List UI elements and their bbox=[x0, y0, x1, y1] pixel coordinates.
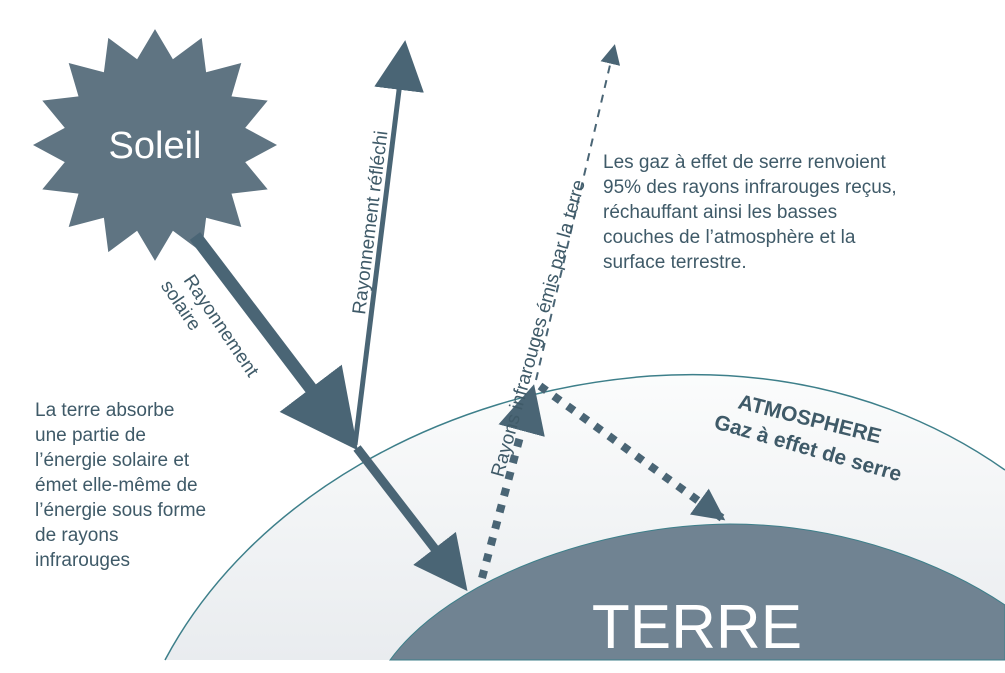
sun-icon bbox=[33, 29, 277, 261]
earth bbox=[389, 523, 1005, 661]
earth-label: TERRE bbox=[592, 593, 802, 662]
transmitted-radiation-arrow bbox=[353, 445, 468, 592]
note-line: une partie de bbox=[35, 425, 146, 446]
note-line: 95% des rayons infrarouges reçus, bbox=[603, 177, 897, 198]
note-line: surface terrestre. bbox=[603, 252, 747, 273]
note-line: émet elle-même de bbox=[35, 475, 198, 496]
note-line: l’énergie sous forme bbox=[35, 500, 207, 521]
note-line: La terre absorbe bbox=[35, 400, 175, 421]
note-line: Les gaz à effet de serre renvoient bbox=[603, 152, 886, 173]
note-line: réchauffant ainsi les basses bbox=[603, 202, 838, 223]
atmosphere-boundary bbox=[164, 373, 1005, 661]
note-line: l’énergie solaire et bbox=[35, 450, 190, 471]
solar-radiation-arrow bbox=[189, 232, 358, 451]
note-line: de rayons bbox=[35, 525, 119, 546]
note-line: couches de l’atmosphère et la bbox=[603, 227, 856, 248]
infrared-escape-arrow bbox=[535, 44, 621, 381]
reflected-radiation-label: Rayonnement réfléchi bbox=[349, 130, 392, 316]
infrared-emitted-arrow bbox=[478, 384, 545, 580]
infrared-returned-arrow bbox=[537, 382, 726, 522]
note-line: infrarouges bbox=[35, 550, 131, 571]
sun-label: Soleil bbox=[109, 125, 202, 167]
absorption-note: La terre absorbe une partie de l’énergie… bbox=[35, 398, 206, 573]
greenhouse-note: Les gaz à effet de serre renvoient 95% d… bbox=[603, 150, 897, 275]
reflected-radiation-arrow bbox=[352, 40, 424, 446]
